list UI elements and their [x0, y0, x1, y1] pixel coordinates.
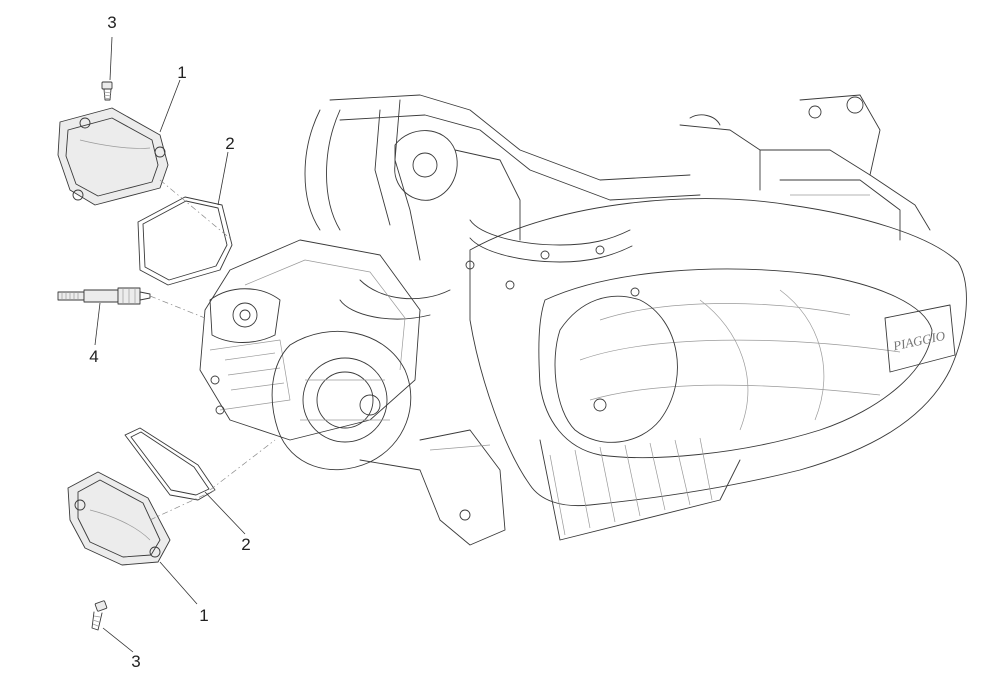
gasket-bottom	[124, 427, 216, 501]
spark-plug	[57, 287, 151, 305]
screw-bottom	[91, 600, 108, 631]
callout-bottom-screw: 3	[131, 652, 141, 671]
callout-bottom-gasket: 2	[241, 535, 251, 554]
cylinder-head-cover-top	[57, 107, 169, 206]
callout-top-gasket: 2	[225, 134, 235, 153]
leader-lines	[94, 36, 246, 653]
callout-top-screw: 3	[107, 13, 117, 32]
screw-top	[101, 81, 113, 101]
callout-spark-plug: 4	[89, 347, 99, 366]
assembly-axis-lines	[149, 179, 276, 521]
engine-assembly: PIAGGIO	[199, 94, 967, 546]
callout-bottom-cover: 1	[199, 606, 209, 625]
callout-top-cover: 1	[177, 63, 187, 82]
gasket-top	[137, 196, 233, 286]
cylinder-head-cover-bottom	[67, 471, 171, 566]
engine-logo-text: PIAGGIO	[891, 328, 947, 354]
